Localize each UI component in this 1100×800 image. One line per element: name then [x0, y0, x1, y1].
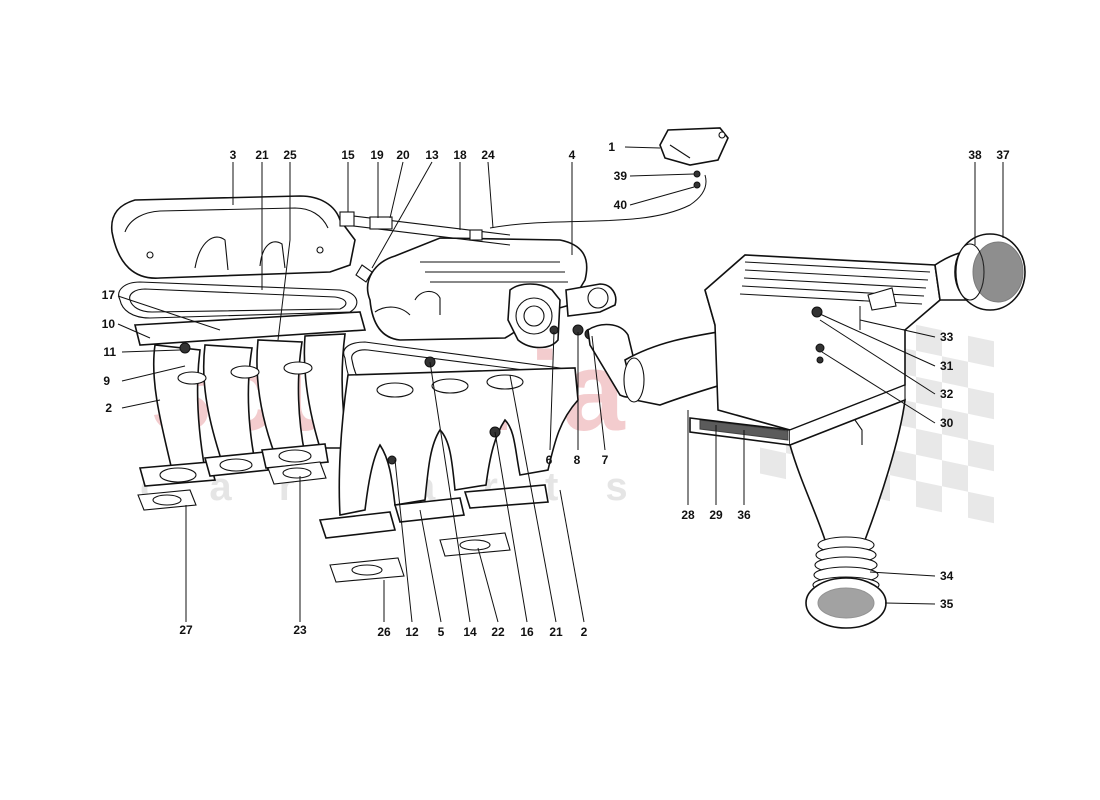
callout-35: 35 — [940, 597, 954, 611]
callout-17: 17 — [102, 288, 116, 302]
callout-36: 36 — [737, 508, 751, 522]
callout-34: 34 — [940, 569, 954, 583]
callout-23: 23 — [293, 623, 307, 637]
leader-lines — [117, 146, 1004, 623]
callout-labels: 1 2 2 3 4 5 6 7 8 9 10 11 12 13 14 15 16… — [102, 140, 1010, 639]
callout-21-left: 21 — [255, 148, 269, 162]
callout-4: 4 — [569, 148, 576, 162]
callout-29: 29 — [709, 508, 723, 522]
callout-25: 25 — [283, 148, 297, 162]
callout-31: 31 — [940, 359, 954, 373]
left-manifold-runners — [133, 311, 367, 487]
callout-2-left: 2 — [105, 401, 112, 415]
callout-18: 18 — [453, 148, 467, 162]
left-manifold-cover — [110, 195, 356, 279]
callout-33: 33 — [940, 330, 954, 344]
right-flange-gaskets — [329, 532, 511, 583]
callout-13: 13 — [425, 148, 439, 162]
callout-14: 14 — [463, 625, 477, 639]
callout-5: 5 — [438, 625, 445, 639]
lower-intake-funnel — [789, 398, 906, 541]
left-gasket-17 — [118, 281, 358, 319]
callout-24: 24 — [481, 148, 495, 162]
callout-2-right: 2 — [581, 625, 588, 639]
callout-3: 3 — [230, 148, 237, 162]
callout-40: 40 — [614, 198, 628, 212]
callout-38: 38 — [968, 148, 982, 162]
sensor-1 — [659, 127, 729, 189]
callout-9: 9 — [103, 374, 110, 388]
callout-11: 11 — [103, 345, 116, 359]
callout-28: 28 — [681, 508, 695, 522]
callout-7: 7 — [602, 453, 609, 467]
callout-16: 16 — [520, 625, 534, 639]
callout-37: 37 — [996, 148, 1010, 162]
left-flange-gaskets — [137, 461, 327, 511]
callout-26: 26 — [377, 625, 391, 639]
callout-20: 20 — [396, 148, 410, 162]
callout-21-right: 21 — [549, 625, 563, 639]
callout-10: 10 — [102, 317, 116, 331]
callout-19: 19 — [370, 148, 384, 162]
bellows-34-35 — [805, 536, 887, 629]
right-manifold-runners — [318, 356, 579, 539]
callout-39: 39 — [614, 169, 628, 183]
callout-30: 30 — [940, 416, 954, 430]
air-filter-housing — [704, 233, 1026, 431]
callout-27: 27 — [179, 623, 193, 637]
callout-15: 15 — [341, 148, 355, 162]
callout-1: 1 — [608, 140, 615, 154]
callout-6: 6 — [546, 453, 553, 467]
callout-32: 32 — [940, 387, 954, 401]
callout-22: 22 — [491, 625, 505, 639]
balance-pipe-hoses — [339, 174, 707, 283]
callout-12: 12 — [405, 625, 419, 639]
callout-8: 8 — [574, 453, 581, 467]
